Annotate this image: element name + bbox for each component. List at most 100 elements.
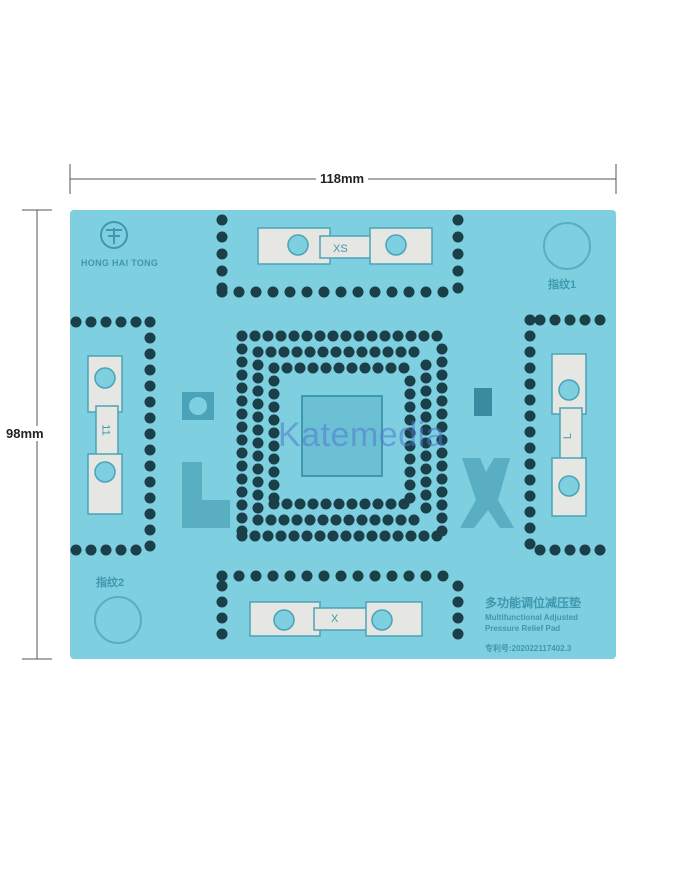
hole: [304, 514, 316, 526]
hole: [564, 314, 576, 326]
hole: [314, 330, 326, 342]
hole: [436, 356, 448, 368]
hole: [534, 544, 546, 556]
hole: [216, 580, 228, 592]
hole: [524, 538, 536, 550]
hole: [420, 372, 432, 384]
hole: [594, 314, 606, 326]
hole: [291, 346, 303, 358]
hole: [436, 460, 448, 472]
hole: [130, 316, 142, 328]
hole: [524, 346, 536, 358]
hole: [353, 530, 365, 542]
hole: [379, 330, 391, 342]
hole: [265, 346, 277, 358]
hole: [579, 314, 591, 326]
hole: [216, 214, 228, 226]
hole: [420, 489, 432, 501]
hole: [278, 514, 290, 526]
hole: [268, 414, 280, 426]
hole: [216, 596, 228, 608]
hole: [267, 286, 279, 298]
hole: [314, 530, 326, 542]
hole: [216, 286, 228, 298]
hole: [524, 362, 536, 374]
hole: [386, 570, 398, 582]
hole: [268, 479, 280, 491]
hole: [268, 453, 280, 465]
hole: [420, 502, 432, 514]
hole: [352, 286, 364, 298]
hole: [346, 498, 358, 510]
hole: [249, 530, 261, 542]
hole: [369, 570, 381, 582]
hole: [320, 498, 332, 510]
hole: [144, 524, 156, 536]
hole: [252, 514, 264, 526]
hole: [252, 424, 264, 436]
hole: [262, 330, 274, 342]
hole: [452, 282, 464, 294]
hole: [524, 394, 536, 406]
hole: [382, 346, 394, 358]
hole: [70, 544, 82, 556]
hole: [398, 362, 410, 374]
small-rect-cut: [474, 388, 492, 416]
hole: [320, 362, 332, 374]
hole: [318, 286, 330, 298]
hole: [549, 544, 561, 556]
hole: [436, 525, 448, 537]
hole: [236, 343, 248, 355]
hole: [307, 498, 319, 510]
hole: [216, 612, 228, 624]
hole: [420, 476, 432, 488]
hole: [404, 440, 416, 452]
l-shape-cut: [182, 462, 230, 528]
hole: [144, 412, 156, 424]
hole: [236, 434, 248, 446]
hole: [265, 514, 277, 526]
hole: [343, 346, 355, 358]
hole: [549, 314, 561, 326]
hole: [236, 486, 248, 498]
pressure-relief-pad: HONG HAI TONG 指纹1 指纹2 XS X 11 L 多功能调位减压垫…: [70, 210, 616, 659]
hole: [335, 286, 347, 298]
hole: [436, 421, 448, 433]
hole: [343, 514, 355, 526]
hole: [353, 330, 365, 342]
hole: [301, 570, 313, 582]
hole: [284, 286, 296, 298]
hole: [404, 492, 416, 504]
hole: [252, 359, 264, 371]
hole: [236, 369, 248, 381]
hole: [236, 525, 248, 537]
hole: [236, 473, 248, 485]
hole: [452, 231, 464, 243]
hole: [236, 421, 248, 433]
hole: [352, 570, 364, 582]
hole: [252, 476, 264, 488]
hole: [268, 466, 280, 478]
hole: [594, 544, 606, 556]
hole: [404, 375, 416, 387]
hole: [524, 314, 536, 326]
hole: [252, 346, 264, 358]
hole: [534, 314, 546, 326]
product-name-en-2: Pressure Relief Pad: [485, 624, 561, 633]
right-slot-label: L: [562, 432, 575, 440]
hole: [418, 330, 430, 342]
hole: [115, 544, 127, 556]
hole: [524, 522, 536, 534]
hole: [405, 330, 417, 342]
hole: [436, 369, 448, 381]
hole: [236, 395, 248, 407]
hole: [144, 348, 156, 360]
hole: [524, 442, 536, 454]
hole: [275, 530, 287, 542]
hole: [144, 444, 156, 456]
hole: [418, 530, 430, 542]
hole: [216, 265, 228, 277]
hole: [333, 498, 345, 510]
hole: [369, 346, 381, 358]
hole: [404, 466, 416, 478]
